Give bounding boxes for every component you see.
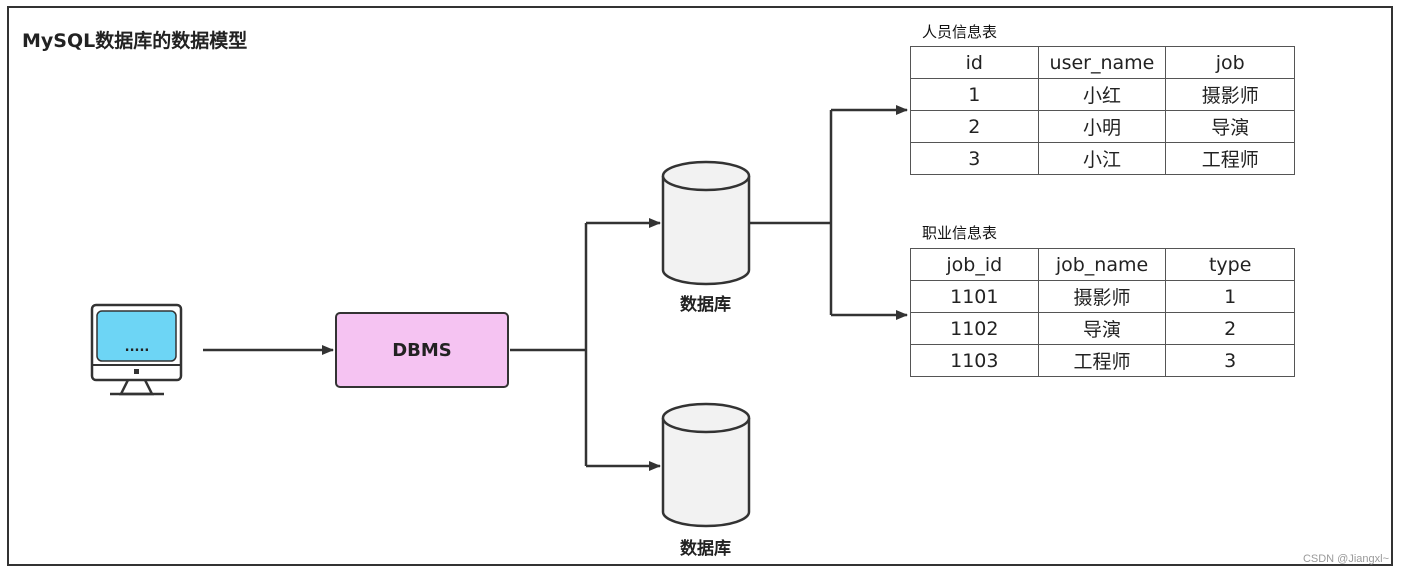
connector-database-to-tables (750, 105, 908, 320)
database-cylinder-icon (661, 402, 751, 528)
table-header-row: job_id job_name type (910, 248, 1295, 281)
table-row: 1 小红 摄影师 (910, 78, 1295, 111)
table-cell: 1101 (910, 280, 1039, 313)
table-header-cell: job_id (910, 248, 1039, 281)
table-header-cell: job (1165, 46, 1295, 79)
diagram-frame (7, 6, 1393, 566)
computer-monitor-icon (90, 303, 183, 396)
table-cell: 导演 (1037, 312, 1167, 345)
table-cell: 2 (1165, 312, 1295, 345)
table-cell: 2 (910, 110, 1039, 143)
table-header-cell: type (1165, 248, 1295, 281)
table-cell: 1 (1165, 280, 1295, 313)
table-cell: 1 (910, 78, 1039, 111)
table-header-cell: user_name (1037, 46, 1167, 79)
table-cell: 摄影师 (1037, 280, 1167, 313)
diagram-title: MySQL数据库的数据模型 (22, 30, 248, 52)
monitor-screen-text: ..... (124, 340, 150, 355)
table-row: 1103 工程师 3 (910, 344, 1295, 377)
table-row: 1101 摄影师 1 (910, 280, 1295, 313)
table-cell: 3 (1165, 344, 1295, 377)
table-cell: 导演 (1165, 110, 1295, 143)
database-label: 数据库 (680, 295, 731, 315)
people-table: id user_name job 1 小红 摄影师 2 小明 导演 3 小江 工… (910, 46, 1295, 175)
jobs-table-caption: 职业信息表 (922, 224, 998, 242)
table-cell: 小红 (1037, 78, 1167, 111)
table-cell: 1102 (910, 312, 1039, 345)
table-row: 1102 导演 2 (910, 312, 1295, 345)
watermark-text: CSDN @Jiangxl~ (1302, 553, 1389, 565)
dbms-box: DBMS (335, 312, 509, 388)
table-cell: 工程师 (1037, 344, 1167, 377)
table-cell: 1103 (910, 344, 1039, 377)
people-table-caption: 人员信息表 (922, 23, 998, 41)
table-row: 2 小明 导演 (910, 110, 1295, 143)
table-cell: 小明 (1037, 110, 1167, 143)
table-header-row: id user_name job (910, 46, 1295, 79)
table-row: 3 小江 工程师 (910, 142, 1295, 175)
table-cell: 3 (910, 142, 1039, 175)
jobs-table: job_id job_name type 1101 摄影师 1 1102 导演 … (910, 248, 1295, 377)
database-label: 数据库 (680, 539, 731, 559)
connector-dbms-to-databases (510, 218, 661, 471)
table-cell: 摄影师 (1165, 78, 1295, 111)
table-cell: 小江 (1037, 142, 1167, 175)
table-header-cell: job_name (1037, 248, 1167, 281)
database-cylinder-icon (661, 160, 751, 286)
table-cell: 工程师 (1165, 142, 1295, 175)
table-header-cell: id (910, 46, 1039, 79)
